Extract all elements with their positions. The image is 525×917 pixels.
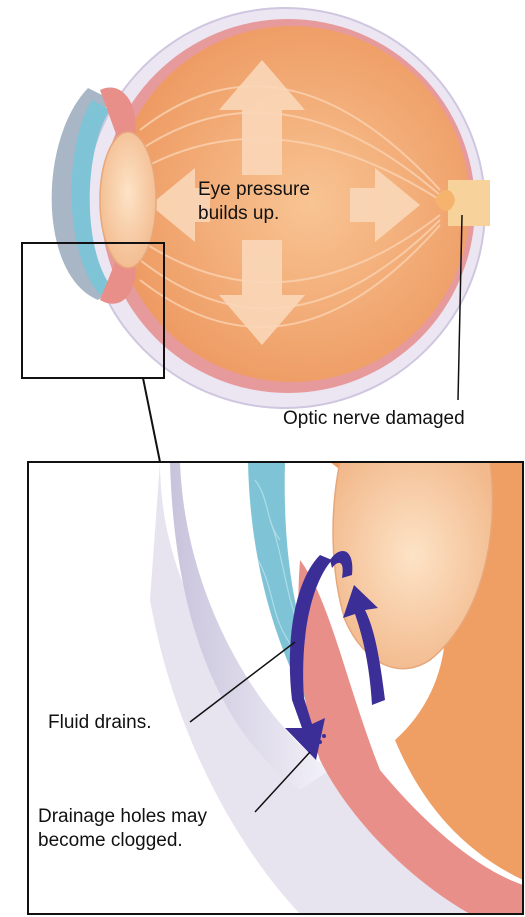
optic-nerve xyxy=(448,180,490,226)
pressure-label: Eye pressure builds up. xyxy=(198,178,310,226)
drainage-label-line2: become clogged. xyxy=(38,829,207,853)
pressure-label-line2: builds up. xyxy=(198,202,310,226)
drainage-holes-label: Drainage holes may become clogged. xyxy=(38,805,207,853)
drainage-label-line1: Drainage holes may xyxy=(38,805,207,829)
zoom-connector xyxy=(143,378,160,462)
lens xyxy=(100,132,156,268)
pressure-label-line1: Eye pressure xyxy=(198,178,310,202)
fluid-drains-label: Fluid drains. xyxy=(48,711,152,735)
optic-nerve-label: Optic nerve damaged xyxy=(283,407,465,431)
